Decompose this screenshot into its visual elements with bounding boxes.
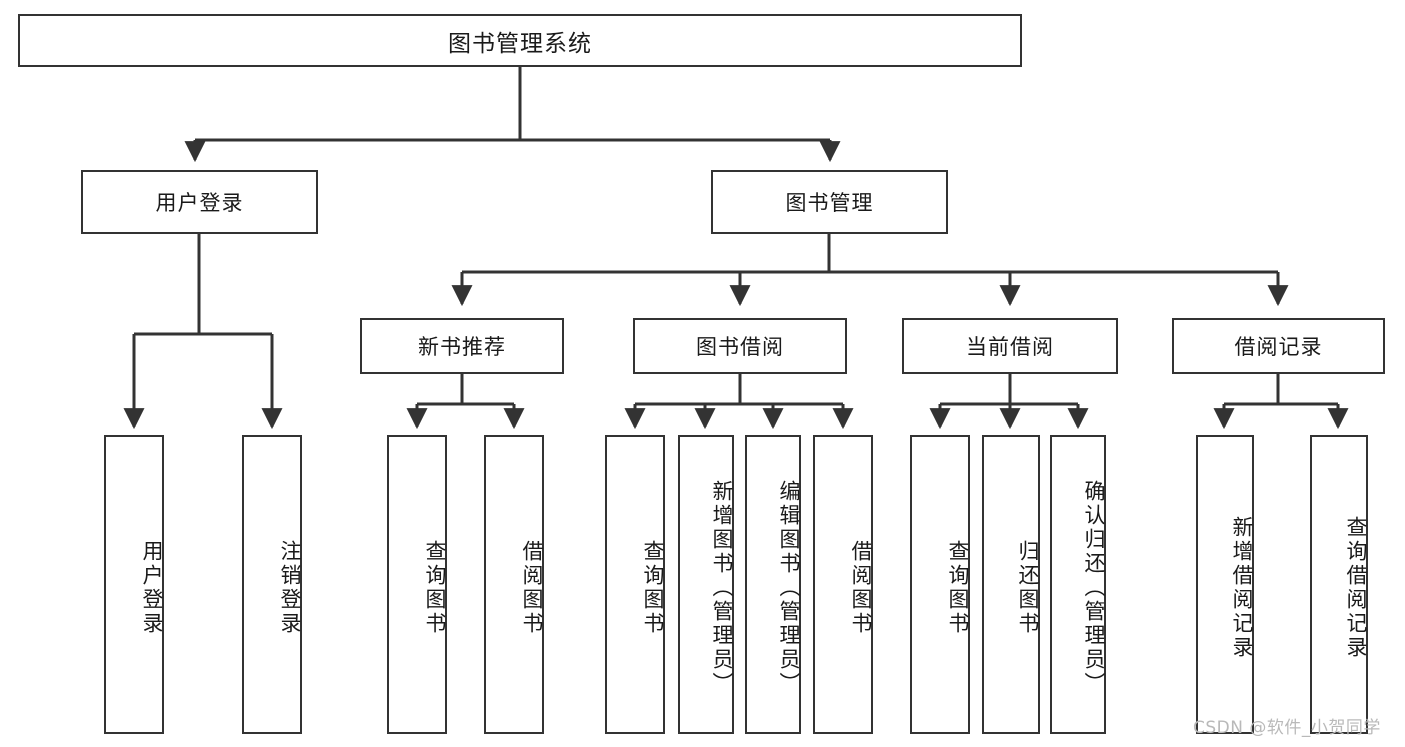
node-leaf-borrow-book[interactable]: 借阅图书 xyxy=(813,435,873,734)
node-label: 借阅图书 xyxy=(520,539,544,636)
node-borrow-record[interactable]: 借阅记录 xyxy=(1172,318,1385,374)
node-label: 编辑图书（管理员） xyxy=(777,479,801,696)
node-leaf-add-borrow-record[interactable]: 新增借阅记录 xyxy=(1196,435,1254,734)
node-user-login[interactable]: 用户登录 xyxy=(81,170,318,234)
node-root-book-management-system[interactable]: 图书管理系统 xyxy=(18,14,1022,67)
node-label: 归还图书 xyxy=(1016,539,1040,636)
node-leaf-search-book-current[interactable]: 查询图书 xyxy=(910,435,970,734)
node-label: 用户登录 xyxy=(155,191,244,215)
watermark-credit: CSDN @软件_小贺同学 xyxy=(1193,718,1381,738)
node-label: 借阅记录 xyxy=(1234,335,1323,359)
node-leaf-user-login[interactable]: 用户登录 xyxy=(104,435,164,734)
node-label: 查询借阅记录 xyxy=(1344,515,1368,660)
node-leaf-confirm-return-admin[interactable]: 确认归还（管理员） xyxy=(1050,435,1106,734)
node-label: 新书推荐 xyxy=(418,335,506,359)
node-leaf-add-book-admin[interactable]: 新增图书（管理员） xyxy=(678,435,734,734)
node-new-book-recommend[interactable]: 新书推荐 xyxy=(360,318,564,374)
node-label: 查询图书 xyxy=(641,539,665,636)
node-label: 图书管理 xyxy=(785,191,874,215)
node-label: 确认归还（管理员） xyxy=(1082,479,1106,696)
node-current-borrow[interactable]: 当前借阅 xyxy=(902,318,1118,374)
node-leaf-borrow-book-new[interactable]: 借阅图书 xyxy=(484,435,544,734)
node-label: 借阅图书 xyxy=(849,539,873,636)
node-label: 图书管理系统 xyxy=(448,30,592,57)
node-label: 注销登录 xyxy=(278,539,302,636)
node-leaf-search-book-borrow[interactable]: 查询图书 xyxy=(605,435,665,734)
node-label: 查询图书 xyxy=(423,539,447,636)
node-leaf-edit-book-admin[interactable]: 编辑图书（管理员） xyxy=(745,435,801,734)
node-leaf-search-book-new[interactable]: 查询图书 xyxy=(387,435,447,734)
node-label: 图书借阅 xyxy=(696,335,784,359)
node-leaf-return-book[interactable]: 归还图书 xyxy=(982,435,1040,734)
node-book-borrow[interactable]: 图书借阅 xyxy=(633,318,847,374)
node-book-management[interactable]: 图书管理 xyxy=(711,170,948,234)
node-label: 用户登录 xyxy=(140,539,164,636)
node-leaf-search-borrow-record[interactable]: 查询借阅记录 xyxy=(1310,435,1368,734)
node-leaf-logout[interactable]: 注销登录 xyxy=(242,435,302,734)
node-label: 查询图书 xyxy=(946,539,970,636)
node-label: 当前借阅 xyxy=(966,335,1054,359)
node-label: 新增图书（管理员） xyxy=(710,479,734,696)
node-label: 新增借阅记录 xyxy=(1230,515,1254,660)
